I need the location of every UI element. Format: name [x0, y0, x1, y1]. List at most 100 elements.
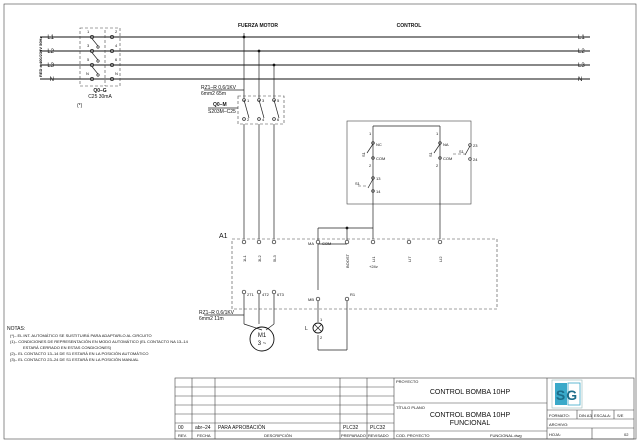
main-breaker-pole-3 — [90, 63, 100, 77]
switch-contact-13-14 — [358, 176, 375, 193]
plc-terminal-com: COM — [322, 241, 331, 246]
note-item-5: (3)– EL CONTACTO 23–24 DE S1 ESTARÁ EN L… — [10, 357, 140, 362]
project-name: CONTROL BOMBA 10HP — [430, 389, 511, 396]
main-breaker-tag: Q0–G — [93, 88, 106, 94]
motor-breaker — [237, 95, 285, 125]
switch-com-b-label: COM — [443, 156, 452, 161]
bus-label-left-l2: L2 — [47, 49, 54, 55]
main-breaker-terminal-2: 2 — [115, 29, 118, 34]
rev-reviewed: PLC32 — [370, 425, 386, 431]
scale-label: ESCALA: — [594, 413, 611, 418]
switch-terminal-b1: 1 — [436, 131, 439, 136]
note-item-2: (1)– CONDICIONES DE REPRESENTACIÓN EN MO… — [10, 339, 189, 344]
notes-block: NOTAS: (*)– EL INT. AUTOMÁTICO SE SUSTIT… — [7, 326, 189, 362]
bus-label-right-l2: L2 — [578, 49, 585, 55]
motor-breaker-terminal-6: 6 — [277, 117, 280, 122]
main-breaker-terminal-6: 6 — [115, 57, 118, 62]
switch-nc-label: NC — [376, 142, 382, 147]
motor-breaker-tag: Q0–M — [213, 102, 227, 108]
switch-terminal-a2: 2 — [369, 163, 372, 168]
main-breaker-pole-2 — [90, 49, 100, 63]
switch-terminal-a1: 1 — [369, 131, 372, 136]
lamp-terminal-1: 1 — [320, 317, 323, 322]
motor-breaker-terminal-3: 3 — [262, 98, 265, 103]
note-item-3: ESTARÁ CERRADO EN ESTAS CONDICIONES) — [23, 345, 112, 350]
sheet-number: 02 — [624, 432, 629, 437]
section-control-title: CONTROL — [397, 23, 422, 29]
company-logo: SG — [551, 379, 583, 409]
power-drops — [242, 33, 276, 98]
plc-terminal-5l3: 5L3 — [272, 255, 277, 262]
plc-terminal-mb: MB — [308, 297, 314, 302]
motor-breaker-terminal-1: 1 — [247, 98, 250, 103]
plc-terminal-1l1: 1L1 — [242, 255, 247, 262]
sheet-label: HOJA: — [549, 432, 561, 437]
switch-tag-c: S1 — [355, 181, 361, 186]
plc-terminal-4t2: 4T2 — [262, 292, 270, 297]
motor-breaker-terminal-2: 2 — [247, 117, 250, 122]
header-prepared: PREPARADO — [341, 433, 366, 438]
switch-terminal-14: 14 — [376, 189, 381, 194]
plc-tag: A1 — [219, 233, 228, 240]
motor-phases: 3 ~ — [258, 341, 267, 347]
plc-terminal-ma: MA — [308, 241, 314, 246]
header-description: DESCRIPCIÓN — [264, 433, 292, 438]
switch-terminal-b2: 2 — [436, 163, 439, 168]
note-item-4: (2)– EL CONTACTO 13–14 DE S1 ESTARÁ EN L… — [10, 351, 148, 356]
main-breaker-terminal-3: 3 — [87, 43, 90, 48]
main-breaker-terminal-n1: N — [86, 71, 89, 76]
plc-terminal-6t3: 6T3 — [277, 292, 285, 297]
plc-plus24-label: +24v — [369, 264, 378, 269]
bus-label-right-l1: L1 — [578, 35, 585, 41]
cable-out-section: 6mm2 11m — [199, 316, 224, 322]
section-power-title: FUERZA MOTOR — [238, 23, 278, 29]
scale-value: S/E — [617, 413, 624, 418]
pilot-lamp — [312, 322, 324, 334]
plc-terminal-li7: LI7 — [407, 256, 412, 262]
motor-breaker-terminal-4: 4 — [262, 117, 265, 122]
cable-out-type: RZ1–R 0,6/1KV — [199, 310, 235, 316]
main-breaker-pole-1 — [90, 35, 100, 49]
bus-label-left-l3: L3 — [47, 63, 54, 69]
project-label: PROYECTO — [396, 379, 418, 384]
plan-title-line1: CONTROL BOMBA 10HP — [430, 412, 511, 419]
plc-bottom-terminals — [241, 289, 350, 302]
main-breaker — [79, 27, 121, 87]
archive-label: ARCHIVO: — [549, 422, 568, 427]
notes-title: NOTAS: — [7, 326, 25, 332]
plc-block — [231, 238, 498, 310]
rev-date: abr–24 — [195, 425, 211, 431]
header-date: FECHA — [197, 433, 211, 438]
supply-label: RED ≠ 400/230V 50Hz — [38, 37, 43, 77]
title-block — [174, 377, 635, 440]
main-breaker-terminal-4: 4 — [115, 43, 118, 48]
motor-symbol — [249, 326, 275, 352]
switch-terminal-13: 13 — [376, 176, 381, 181]
file-name: FUNCIONAL.dwg — [490, 433, 522, 438]
lamp-tag: L — [305, 326, 308, 332]
switch-tag-d: S1 — [459, 149, 465, 154]
motor-breaker-terminal-5: 5 — [277, 98, 280, 103]
main-breaker-pole-n — [90, 77, 114, 81]
plc-terminal-li2: LI2 — [438, 256, 443, 262]
cable-in-section: 6mm2 65m — [201, 91, 226, 97]
plan-label: TÍTULO PLANO — [396, 405, 425, 410]
main-breaker-note: (*) — [77, 103, 83, 109]
bus-label-right-n: N — [578, 77, 582, 83]
header-rev: REV. — [178, 433, 187, 438]
plc-terminal-2t1: 2T1 — [247, 292, 255, 297]
control-box — [346, 120, 472, 205]
header-project-code: COD. PROYECTO — [396, 433, 430, 438]
switch-com-a-label: COM — [376, 156, 385, 161]
main-breaker-terminal-1: 1 — [87, 29, 90, 34]
switch-contact-23-24 — [453, 143, 472, 161]
switch-contact-no — [433, 141, 442, 160]
note-item-1: (*)– EL INT. AUTOMÁTICO SE SUSTITUIRÁ PA… — [10, 333, 152, 338]
motor-tag: M1 — [258, 333, 267, 339]
switch-terminal-23: 23 — [473, 143, 478, 148]
header-reviewed: REVISADO — [368, 433, 389, 438]
bus-label-left-n: N — [50, 77, 54, 83]
main-breaker-terminal-n2: N — [115, 71, 118, 76]
